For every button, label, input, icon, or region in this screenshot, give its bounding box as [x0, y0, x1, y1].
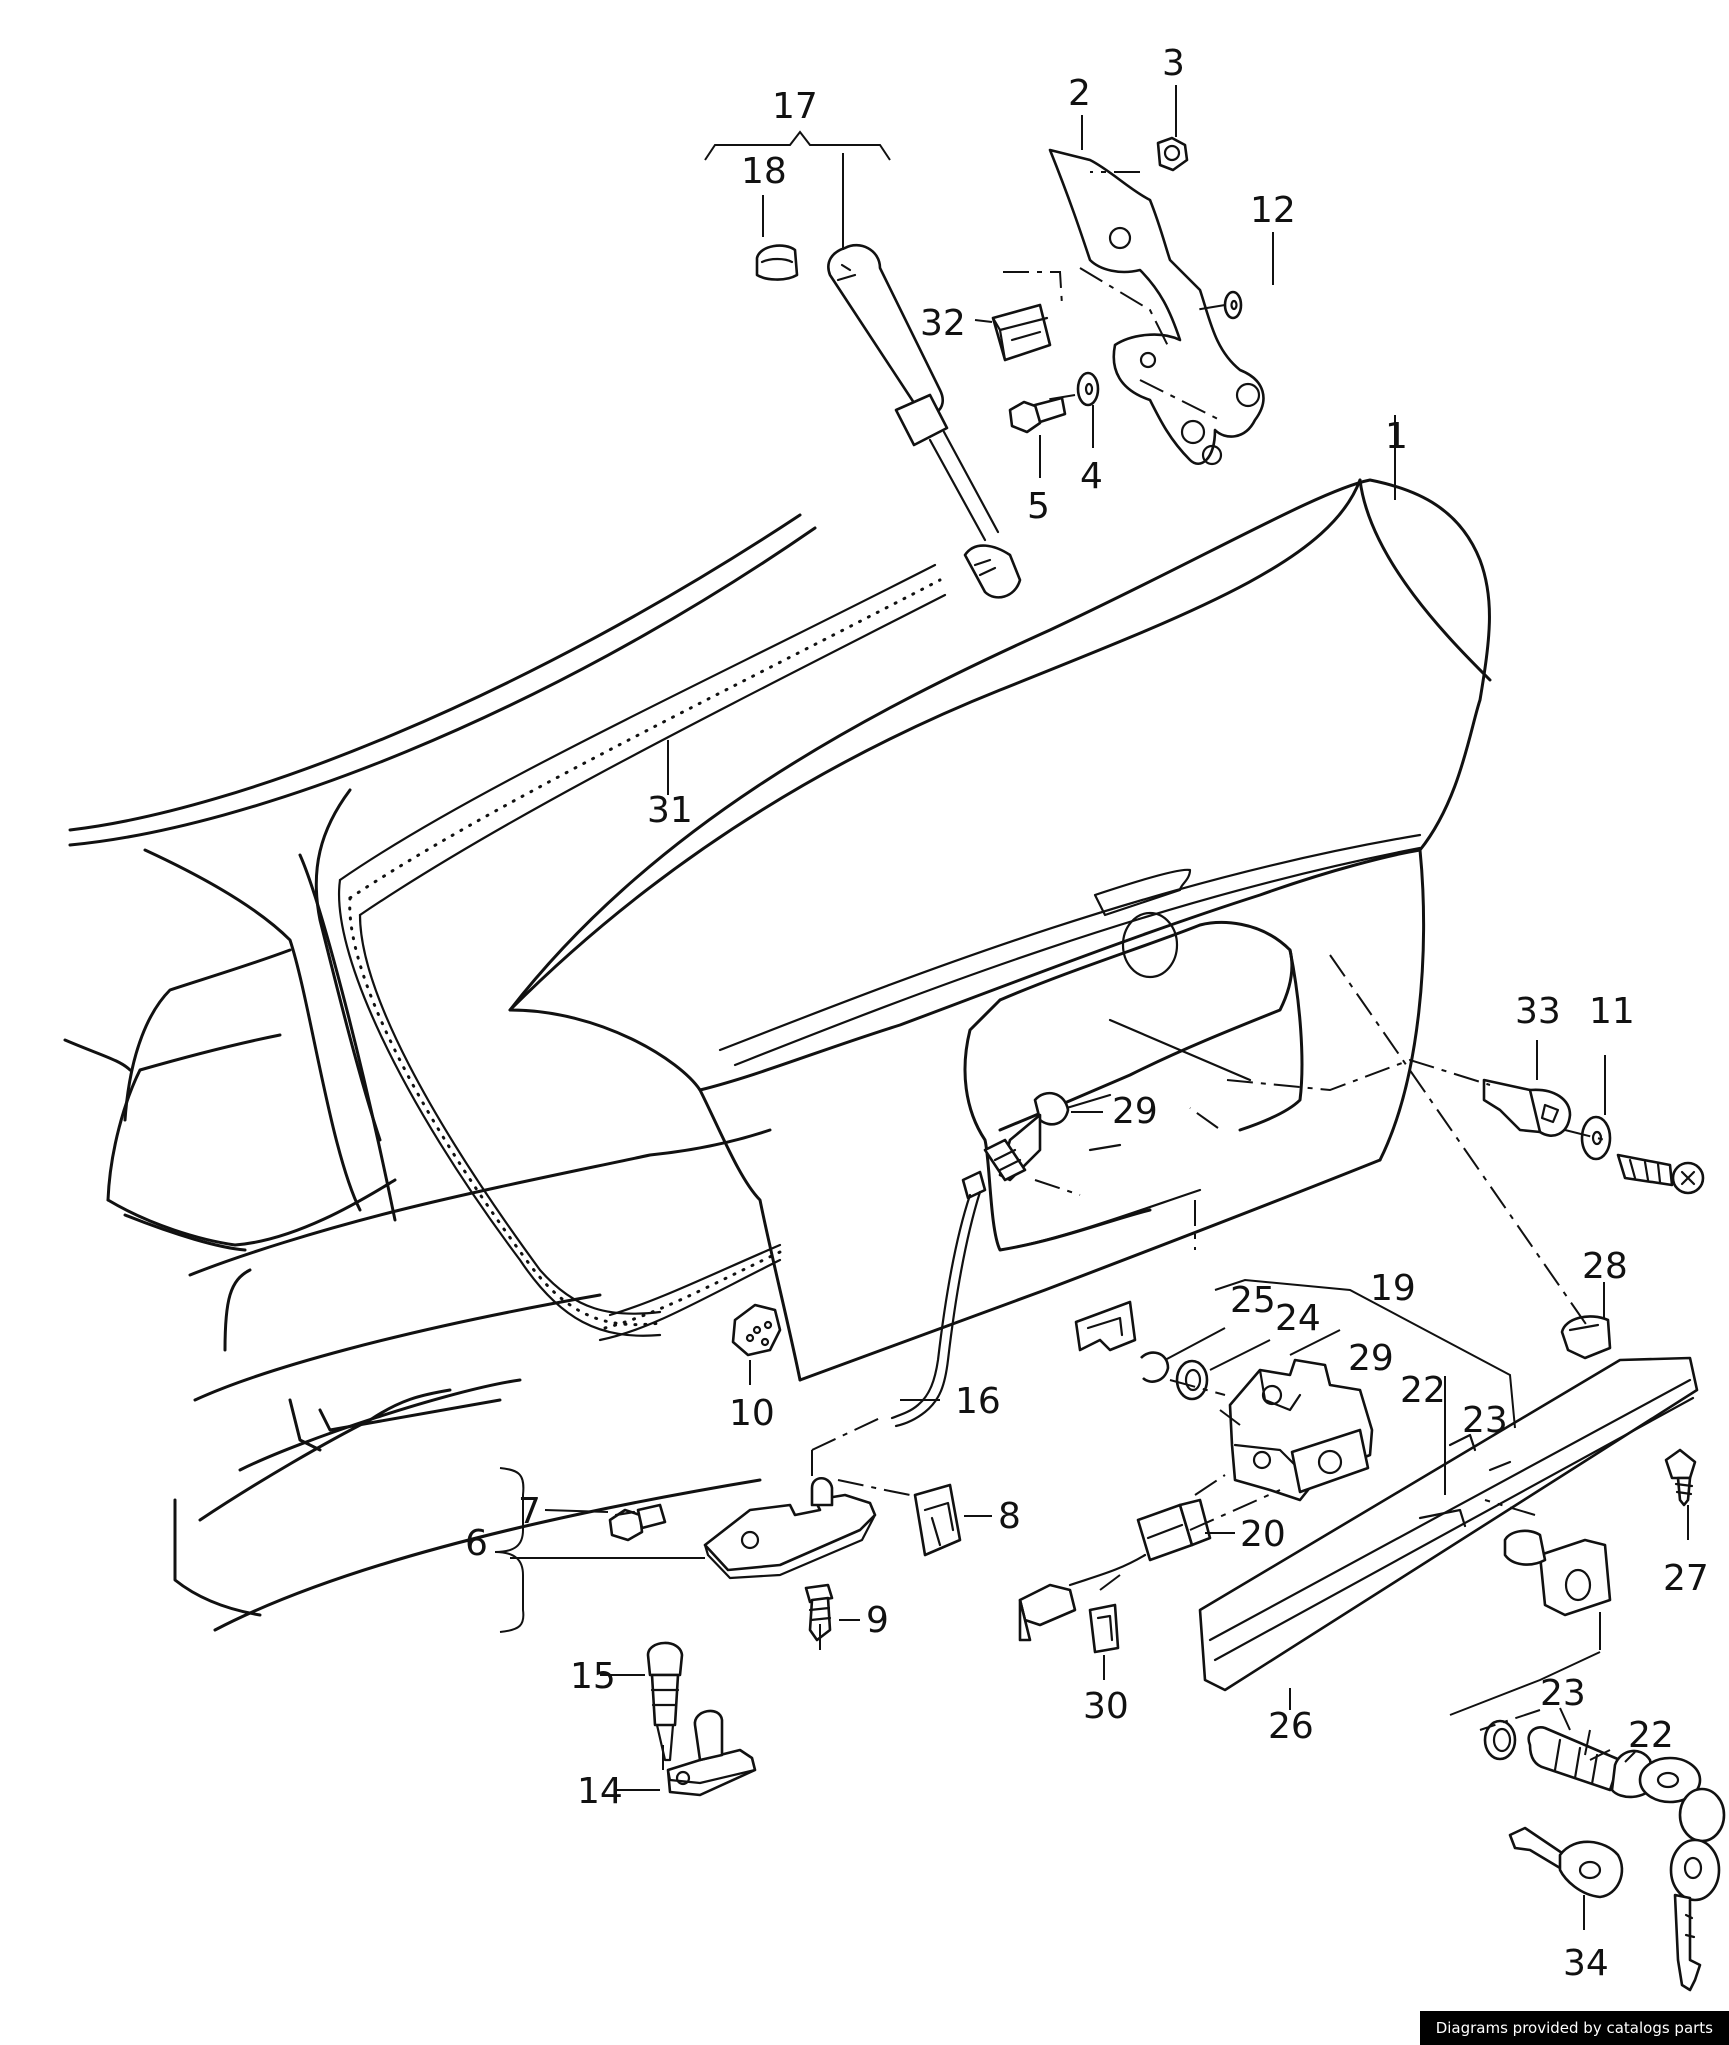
callout-30: 30 [1083, 1686, 1129, 1727]
callout-18: 18 [741, 151, 787, 192]
callout-29-lower: 29 [1348, 1338, 1394, 1379]
hinge [1048, 148, 1265, 466]
callout-2: 2 [1068, 73, 1091, 114]
attribution-banner: Diagrams provided by catalogs parts [1419, 2011, 1729, 2045]
trunk-lid [508, 478, 1492, 1382]
screw-9 [804, 1583, 834, 1642]
expansion-plug [1482, 1078, 1572, 1137]
callout-23-lower: 23 [1540, 1673, 1586, 1714]
gas-strut [827, 243, 1022, 599]
callout-8: 8 [998, 1496, 1021, 1537]
retaining-clip-30 [1088, 1603, 1120, 1654]
callout-16: 16 [955, 1381, 1001, 1422]
callout-28: 28 [1582, 1246, 1628, 1287]
callout-6: 6 [465, 1523, 488, 1564]
callout-22-lower: 22 [1628, 1715, 1674, 1756]
bolt-15 [646, 1641, 684, 1762]
bolt-7 [608, 1503, 667, 1542]
rubber-grommet [731, 1303, 782, 1357]
callout-15: 15 [570, 1656, 616, 1697]
retaining-clip-8 [913, 1483, 962, 1557]
washer-11 [1580, 1115, 1612, 1161]
o-ring-24 [1175, 1359, 1209, 1401]
wiring-connector [1018, 1498, 1212, 1642]
striker-mounting-plate [666, 1709, 757, 1797]
callout-9: 9 [866, 1600, 889, 1641]
release-cable [890, 1170, 987, 1428]
trim-clip [1560, 1315, 1612, 1360]
callout-5: 5 [1027, 486, 1050, 527]
callout-31: 31 [647, 790, 693, 831]
rubber-buffer [991, 303, 1052, 362]
assembly-lines [662, 171, 1606, 1770]
callout-11: 11 [1589, 991, 1635, 1032]
striker-plate [703, 1476, 877, 1580]
callout-10: 10 [729, 1393, 775, 1434]
callout-26: 26 [1268, 1706, 1314, 1747]
callout-3: 3 [1162, 43, 1185, 84]
callout-7: 7 [518, 1491, 541, 1532]
key [1508, 1826, 1624, 1899]
callout-12: 12 [1250, 190, 1296, 231]
callout-19: 19 [1370, 1268, 1416, 1309]
o-ring-23 [1483, 1719, 1517, 1761]
callout-27: 27 [1663, 1558, 1709, 1599]
trim-strip [1198, 1356, 1699, 1692]
callout-24: 24 [1275, 1298, 1321, 1339]
callout-4: 4 [1080, 456, 1103, 497]
lock-cylinder-clip-25 [1140, 1351, 1170, 1383]
leader-lines [494, 85, 1689, 1930]
lock-bracket [1074, 1300, 1137, 1352]
callout-29-upper: 29 [1112, 1091, 1158, 1132]
callout-25: 25 [1230, 1280, 1276, 1321]
callout-22-upper: 22 [1400, 1370, 1446, 1411]
callout-20: 20 [1240, 1514, 1286, 1555]
callout-labels: 1 2 3 4 5 6 7 8 9 10 11 12 14 15 16 17 1… [465, 43, 1709, 1984]
callout-33: 33 [1515, 991, 1561, 1032]
screw-27 [1664, 1448, 1697, 1507]
callout-17: 17 [772, 86, 818, 127]
strut-clip [755, 244, 799, 281]
bolt-5 [1008, 396, 1067, 434]
hex-nut [1156, 136, 1189, 172]
callout-32: 32 [920, 303, 966, 344]
car-body-outline [63, 513, 817, 1632]
washer-4 [1076, 371, 1100, 407]
screw [1616, 1153, 1705, 1195]
callout-34: 34 [1563, 1943, 1609, 1984]
cable-retainer-29 [983, 1091, 1070, 1182]
trunk-lock [1228, 1358, 1374, 1502]
lock-cylinder-housing [1503, 1529, 1612, 1617]
callout-14: 14 [577, 1771, 623, 1812]
lock-cylinder [1527, 1726, 1726, 1992]
callout-23-upper: 23 [1462, 1400, 1508, 1441]
washer-12 [1223, 290, 1243, 320]
trunk-lid-seal [338, 563, 947, 1342]
callout-1: 1 [1385, 416, 1408, 457]
